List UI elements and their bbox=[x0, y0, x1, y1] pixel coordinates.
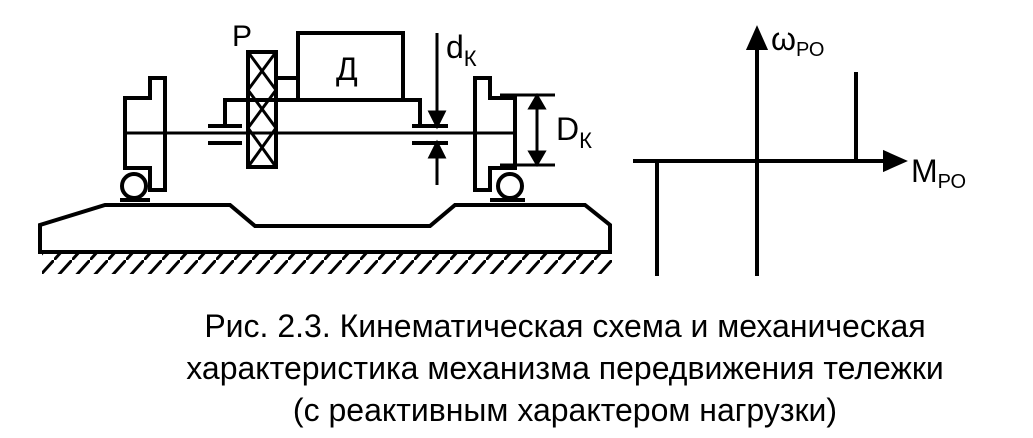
wheel-diameter-dimension bbox=[500, 93, 555, 167]
reducer-label: Р bbox=[232, 20, 252, 53]
omega-axis-subscript: РО bbox=[796, 39, 824, 61]
caption-line-3: (с реактивным характером нагрузки) bbox=[292, 392, 838, 428]
rail-track bbox=[38, 203, 612, 254]
ground-hatching bbox=[42, 250, 612, 274]
journal-diameter-subscript: К bbox=[464, 46, 477, 71]
omega-axis-symbol: ω bbox=[771, 21, 796, 57]
left-wheel bbox=[120, 76, 167, 202]
wheel-diameter-label: DК bbox=[556, 111, 592, 153]
mechanical-characteristic bbox=[633, 25, 908, 276]
motor-label: Д bbox=[336, 51, 358, 87]
omega-axis-arrow bbox=[745, 25, 769, 50]
reducer bbox=[246, 50, 278, 169]
moment-axis-label: MРО bbox=[911, 153, 966, 193]
moment-axis-arrow bbox=[883, 149, 908, 173]
caption-line-1: Рис. 2.3. Кинематическая схема и механич… bbox=[204, 308, 926, 344]
moment-axis-subscript: РО bbox=[938, 171, 966, 193]
caption-line-2: характеристика механизма передвижения те… bbox=[186, 350, 944, 386]
kinematic-scheme bbox=[38, 31, 612, 274]
wheel-diameter-symbol: D bbox=[556, 111, 579, 147]
figure-caption: Рис. 2.3. Кинематическая схема и механич… bbox=[100, 305, 1030, 431]
moment-axis-symbol: M bbox=[911, 153, 938, 189]
right-wheel bbox=[473, 76, 525, 202]
wheel-diameter-subscript: К bbox=[579, 128, 592, 153]
journal-diameter-dimension bbox=[427, 33, 447, 185]
omega-axis-label: ωРО bbox=[771, 21, 824, 61]
motor bbox=[296, 31, 405, 102]
journal-diameter-symbol: d bbox=[446, 29, 464, 65]
journal-diameter-label: dК bbox=[446, 29, 477, 71]
